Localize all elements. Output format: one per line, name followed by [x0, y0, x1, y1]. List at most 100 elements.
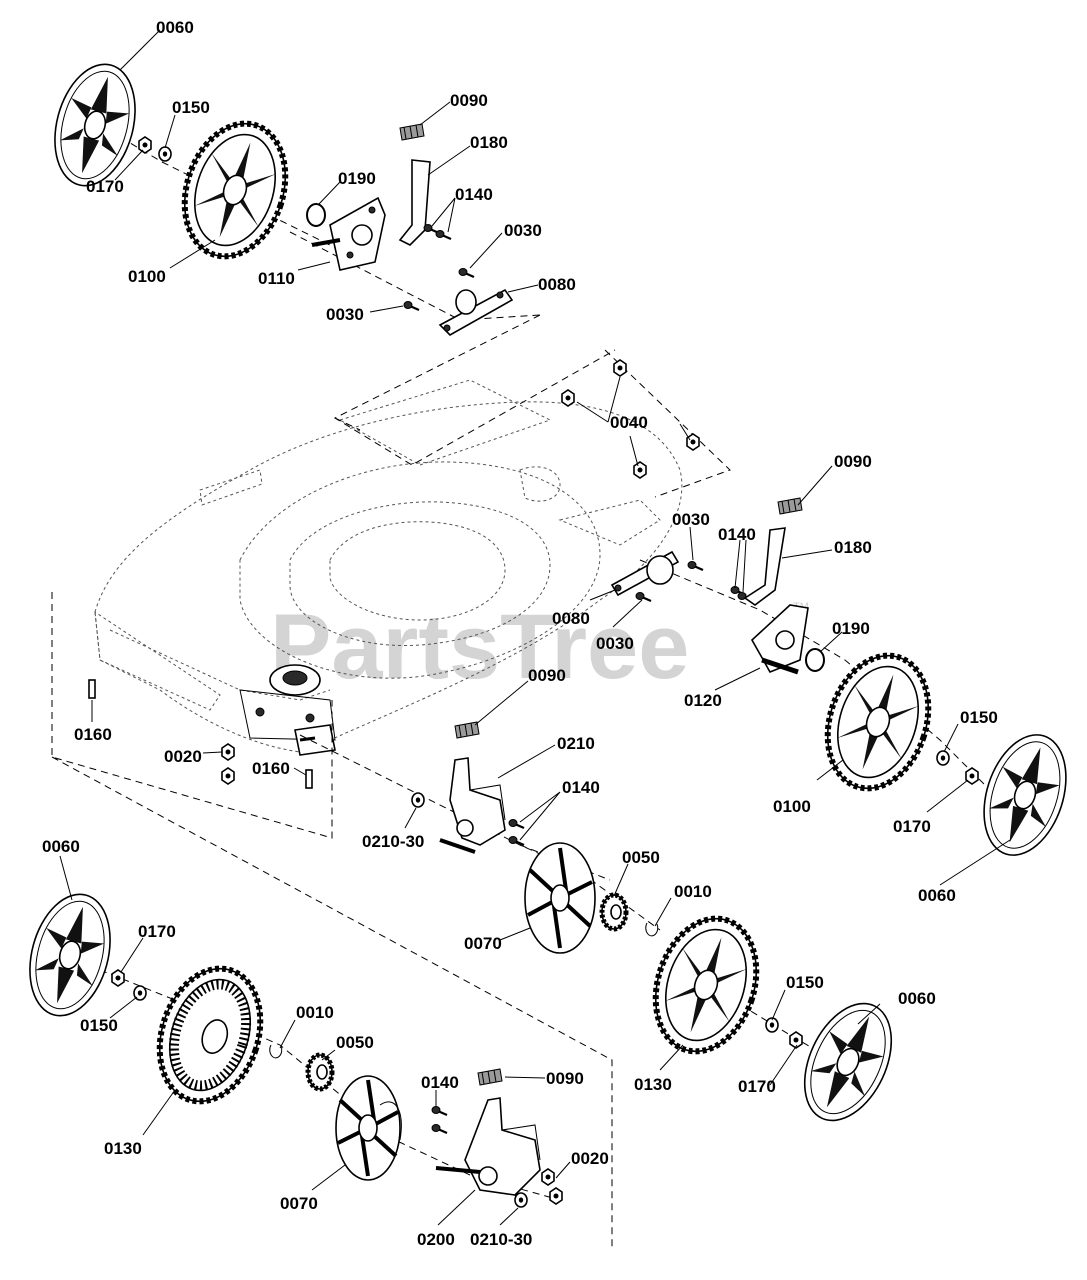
screw-0140-top-b	[434, 229, 453, 241]
hubcap-0060-bottom-left	[16, 884, 124, 1026]
callout-0080-top: 0080	[538, 275, 576, 294]
pin-0160-left	[88, 679, 96, 699]
wheel-0100-top	[168, 110, 301, 269]
nut-0020-b	[221, 767, 235, 785]
callout-0150-top: 0150	[172, 98, 210, 117]
callout-0020-center: 0020	[164, 747, 202, 766]
callout-labels: 0060 0150 0170 0100 0090 0180 0190 0140 …	[42, 18, 998, 1249]
nut-0170-bottom-left	[111, 969, 125, 987]
gear-0050-bottom	[308, 1055, 332, 1089]
callout-0030-top-left: 0030	[326, 305, 364, 324]
mower-deck	[94, 379, 683, 756]
callout-0130-left: 0130	[104, 1139, 142, 1158]
callout-0060-bottom-left: 0060	[42, 837, 80, 856]
callout-0050-center: 0050	[622, 848, 660, 867]
screw-0030-top-b	[402, 300, 421, 312]
clip-0010-bottom	[269, 1044, 283, 1059]
screw-0140-bottom-a	[430, 1105, 449, 1117]
callout-0180-right: 0180	[834, 538, 872, 557]
hubcap-0060-bottom-right	[786, 988, 910, 1136]
callout-0080-right: 0080	[552, 609, 590, 628]
callout-0100-top: 0100	[128, 267, 166, 286]
callout-0150-bottom-left: 0150	[80, 1016, 118, 1035]
nut-0170-right	[965, 767, 979, 785]
screw-0030-right-a	[686, 560, 705, 572]
washer-0210-30-bottom	[514, 1192, 528, 1208]
parts	[16, 54, 1082, 1208]
callout-0060-right: 0060	[918, 886, 956, 905]
nut-0040-c	[686, 433, 700, 451]
callout-0190-top: 0190	[338, 169, 376, 188]
nut-0040-a	[613, 359, 627, 377]
screw-0140-bottom-b	[430, 1123, 449, 1135]
tab-0090-right	[777, 497, 803, 515]
height-adjuster-0200	[435, 1097, 541, 1196]
callout-0140-bottom: 0140	[421, 1073, 459, 1092]
nut-0040-b	[561, 389, 575, 407]
callout-0050-bottom: 0050	[336, 1033, 374, 1052]
callout-0160-center: 0160	[252, 759, 290, 778]
oring-0190-top	[306, 203, 326, 227]
callout-0090-right: 0090	[834, 452, 872, 471]
callout-0090-bottom: 0090	[546, 1069, 584, 1088]
bracket-0120	[750, 604, 809, 675]
washer-0150-right	[936, 750, 950, 766]
callout-0060-top: 0060	[156, 18, 194, 37]
washer-0150-bottom-right	[765, 1017, 779, 1033]
hubcap-0060-right	[968, 723, 1082, 867]
callout-0150-right: 0150	[960, 708, 998, 727]
callout-0060-bottom-right: 0060	[898, 989, 936, 1008]
callout-0010-bottom: 0010	[296, 1003, 334, 1022]
callout-0070-bottom: 0070	[280, 1194, 318, 1213]
callout-0170-bottom-right: 0170	[738, 1077, 776, 1096]
screw-0030-top-a	[457, 267, 476, 279]
callout-0160-left: 0160	[74, 725, 112, 744]
callout-0130-right: 0130	[634, 1075, 672, 1094]
callout-0210-30-center: 0210-30	[362, 832, 424, 851]
watermark: PartsTree	[270, 596, 689, 698]
oring-0190-right	[805, 648, 825, 672]
wheel-0130-left	[143, 955, 276, 1114]
nut-0020-bottom-b	[549, 1187, 563, 1205]
callout-0010-center: 0010	[674, 882, 712, 901]
nut-0020-a	[221, 743, 235, 761]
callout-0030-top-right: 0030	[504, 221, 542, 240]
bracket-0180-right	[743, 527, 786, 606]
callout-0030-right-top: 0030	[672, 510, 710, 529]
callout-0090-center: 0090	[528, 666, 566, 685]
gear-0050-center	[602, 895, 626, 929]
nut-0040-d	[633, 461, 647, 479]
wheel-0100-right	[811, 642, 944, 801]
washer-0150-top	[158, 146, 172, 162]
hubcap-0060-top	[41, 54, 149, 196]
callout-0110: 0110	[258, 269, 295, 288]
callout-0170-top: 0170	[86, 177, 124, 196]
gear-cover-0070-center	[524, 842, 596, 954]
callout-0120: 0120	[684, 691, 722, 710]
callout-0070-center: 0070	[464, 934, 502, 953]
callout-0210: 0210	[557, 734, 595, 753]
callout-0170-bottom-left: 0170	[138, 922, 176, 941]
callout-0020-bottom: 0020	[571, 1149, 609, 1168]
bracket-0110	[311, 196, 386, 271]
leader-lines	[59, 29, 1011, 1226]
bracket-0180-top	[398, 159, 431, 246]
callout-0210-30-bottom: 0210-30	[470, 1230, 532, 1249]
height-adjuster-0210	[439, 757, 506, 854]
callout-0180-top: 0180	[470, 133, 508, 152]
callout-0170-right: 0170	[893, 817, 931, 836]
nut-0020-bottom-a	[541, 1168, 555, 1186]
gear-cover-0070-bottom	[335, 1075, 402, 1181]
callout-0140-right: 0140	[718, 525, 756, 544]
callout-0140-center: 0140	[562, 778, 600, 797]
callout-0040: 0040	[610, 413, 648, 432]
pivot-0080-top	[438, 288, 514, 336]
pin-0160-center	[305, 769, 313, 789]
callout-0200: 0200	[417, 1230, 455, 1249]
callout-0150-bottom-right: 0150	[786, 973, 824, 992]
callout-0100-right: 0100	[773, 797, 811, 816]
callout-0190-right: 0190	[832, 619, 870, 638]
callout-0140-top: 0140	[455, 185, 493, 204]
nut-0170-top	[138, 136, 152, 154]
